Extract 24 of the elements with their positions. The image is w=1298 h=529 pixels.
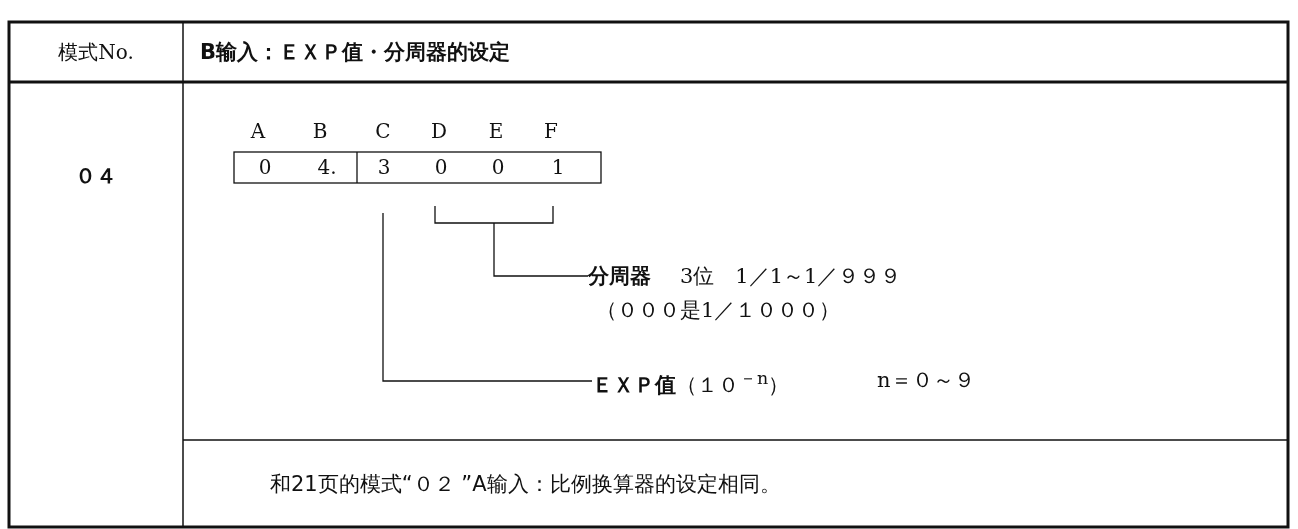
digit: 4. [317,155,337,179]
bracket [434,205,554,224]
column-header: 模式No. [58,38,134,66]
digit-letter: E [488,119,504,143]
digit: 0 [258,155,272,179]
digit: 1 [551,155,565,179]
digit: 3 [377,155,391,179]
part-name: ＥＸＰ值（１０$^{－n}$） [592,367,790,399]
spec-text: 3位 1／1～1／９９９ [680,263,902,290]
leader-line [382,212,593,382]
range-text: n＝０～９ [877,367,975,394]
section-title: B输入：ＥＸＰ值・分周器的设定 [200,39,510,66]
spec-text: （０００是1／１０００） [596,297,841,324]
digit: 0 [491,155,505,179]
digit-letter: B [312,119,328,143]
digit-letter: F [544,119,558,143]
part-name: 分周器 [588,263,651,290]
digit-letter: C [375,119,391,143]
leader-line [493,222,589,277]
digit-letter: D [431,119,447,143]
mode-number: ０４ [75,163,117,190]
digit-letter: A [250,119,266,143]
note-text: 和21页的模式“０２ ”A输入：比例换算器的设定相同。 [270,471,781,498]
digit: 0 [434,155,448,179]
